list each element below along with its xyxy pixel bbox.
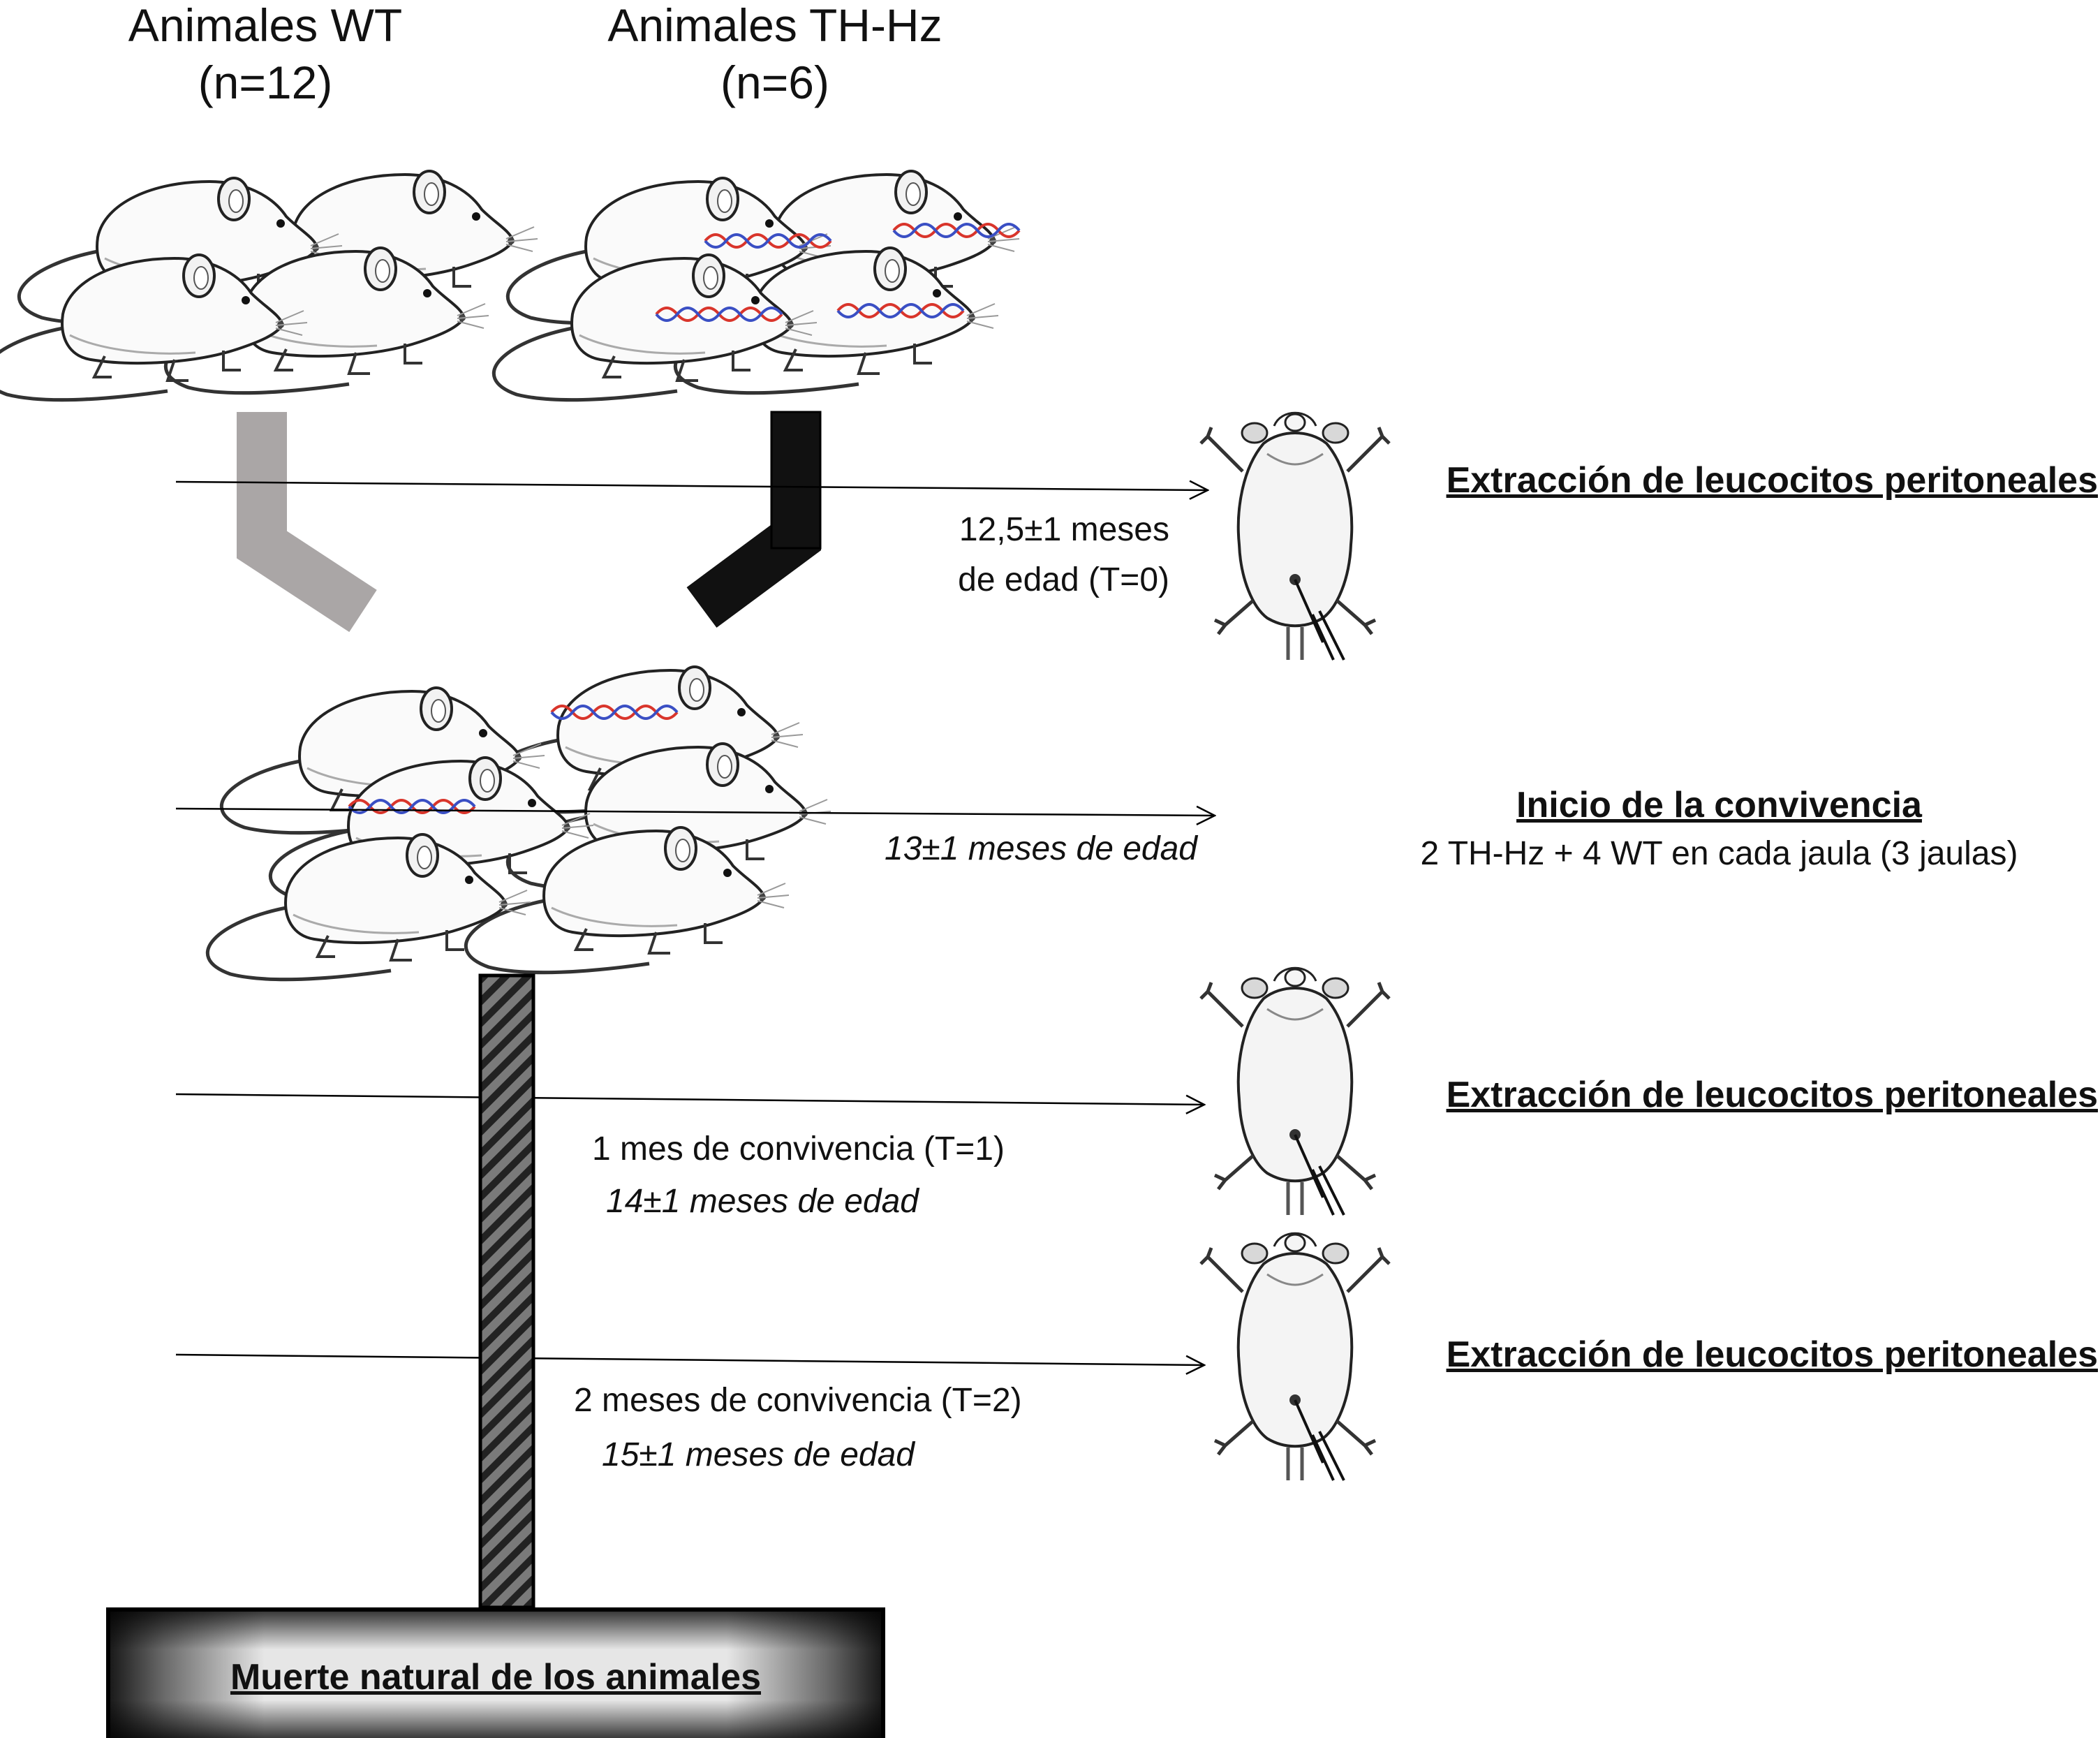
timeline-bar	[478, 973, 535, 1610]
natural-death-box: Muerte natural de los animales	[106, 1607, 885, 1738]
natural-death-label: Muerte natural de los animales	[230, 1657, 762, 1698]
start-detail-label: 2 TH-Hz + 4 WT en cada jaula (3 jaulas)	[1420, 835, 2018, 872]
t0-age-line1: 12,5±1 meses	[959, 511, 1169, 548]
wt-mice-group	[0, 171, 538, 400]
wt-group-title: Animales WT	[128, 0, 403, 51]
wt-group-count: (n=12)	[198, 57, 333, 108]
mixed-mice-group	[207, 667, 831, 980]
thhz-group-title: Animales TH-Hz	[607, 0, 942, 51]
dissected-mouse-icon	[1201, 968, 1389, 1215]
dissected-mouse-icon	[1201, 413, 1389, 660]
mouse-icon	[494, 255, 817, 400]
thhz-mice-group	[494, 171, 1019, 400]
arrow-t1	[175, 1093, 1204, 1105]
t2-age-label: 15±1 meses de edad	[602, 1436, 915, 1473]
t0-age-line2: de edad (T=0)	[958, 561, 1169, 598]
t2-event-label: Extracción de leucocitos peritoneales	[1446, 1334, 2098, 1375]
dissected-mouse-icon	[1201, 1233, 1389, 1480]
arrow-start	[175, 809, 1215, 816]
t1-event-label: Extracción de leucocitos peritoneales	[1446, 1075, 2098, 1115]
natural-death-shading	[110, 1612, 881, 1738]
arrow-t0	[175, 482, 1208, 490]
t2-period-label: 2 meses de convivencia (T=2)	[574, 1382, 1022, 1419]
arrow-t2	[175, 1353, 1204, 1365]
t1-age-label: 14±1 meses de edad	[606, 1183, 919, 1220]
start-age-label: 13±1 meses de edad	[885, 830, 1197, 867]
t0-event-label: Extracción de leucocitos peritoneales	[1446, 460, 2098, 501]
wt-path	[237, 412, 377, 633]
thhz-group-count: (n=6)	[720, 57, 829, 108]
thhz-path	[686, 412, 821, 628]
start-event-label: Inicio de la convivencia	[1516, 785, 1922, 825]
t1-period-label: 1 mes de convivencia (T=1)	[592, 1131, 1005, 1168]
